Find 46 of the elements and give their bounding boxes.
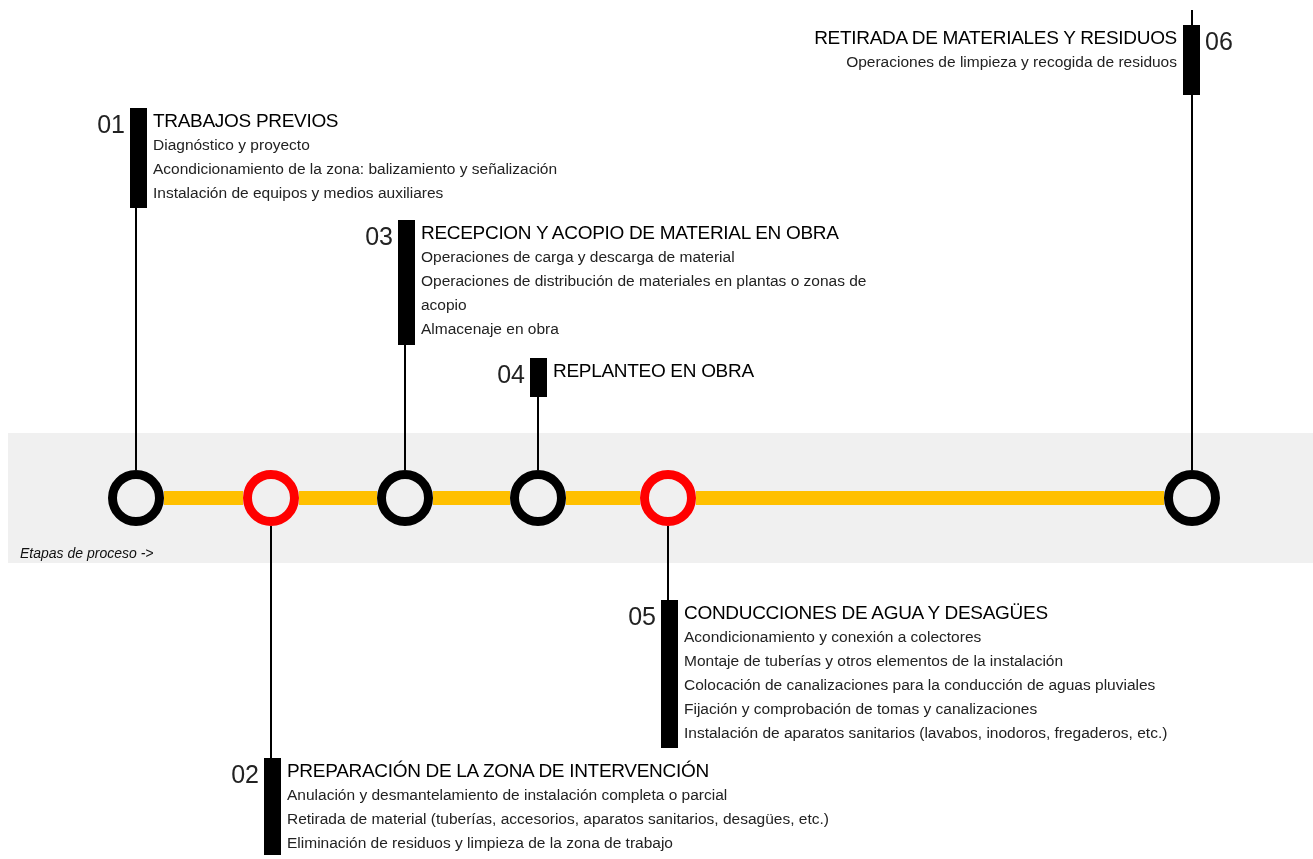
stage-number: 01 — [97, 110, 125, 139]
stage-detail: Acondicionamiento y conexión a colectores — [684, 627, 982, 647]
timeline-circle — [108, 470, 164, 526]
stage-number: 04 — [497, 360, 525, 389]
stage-detail: Colocación de canalizaciones para la conducción de aguas pluviales — [684, 675, 1156, 695]
stage-detail: Instalación de aparatos sanitarios (lavabos, inodoros, fregaderos, etc.) — [684, 723, 1168, 743]
stage-detail: Eliminación de residuos y limpieza de la zona de trabajo — [287, 833, 673, 853]
timeline-circle — [510, 470, 566, 526]
stage-detail: Montaje de tuberías y otros elementos de la instalación — [684, 651, 1064, 671]
stage-detail: Retirada de material (tuberías, accesorios, aparatos sanitarios, desagües, etc.) — [287, 809, 829, 829]
stage-detail: Operaciones de carga y descarga de material — [421, 247, 735, 267]
stage-number: 06 — [1205, 27, 1233, 56]
stage-heading: PREPARACIÓN DE LA ZONA DE INTERVENCIÓN — [287, 759, 709, 783]
timeline-circle — [1164, 470, 1220, 526]
timeline-bar — [566, 491, 640, 505]
stage-heading: RETIRADA DE MATERIALES Y RESIDUOS — [814, 26, 1177, 50]
stage-number: 05 — [628, 602, 656, 631]
stage-heading: REPLANTEO EN OBRA — [553, 359, 754, 383]
timeline-circle — [377, 470, 433, 526]
stage-number: 02 — [231, 760, 259, 789]
timeline-bar — [164, 491, 243, 505]
stage-detail: Diagnóstico y proyecto — [153, 135, 310, 155]
band-label: Etapas de proceso -> — [20, 545, 154, 561]
stage-detail: Almacenaje en obra — [421, 319, 559, 339]
stage-detail: Acondicionamiento de la zona: balizamiento y señalización — [153, 159, 558, 179]
timeline-bar — [696, 491, 1164, 505]
stage-detail: Fijación y comprobación de tomas y canalizaciones — [684, 699, 1038, 719]
timeline-band — [8, 433, 1313, 563]
stage-heading: RECEPCION Y ACOPIO DE MATERIAL EN OBRA — [421, 221, 839, 245]
connector-line — [135, 207, 137, 471]
stage-detail: Anulación y desmantelamiento de instalación completa o parcial — [287, 785, 728, 805]
timeline-circle — [243, 470, 299, 526]
stage-detail: Instalación de equipos y medios auxiliares — [153, 183, 444, 203]
timeline-circle — [640, 470, 696, 526]
stage-detail: Operaciones de distribución de materiales en plantas o zonas de acopio — [421, 271, 868, 315]
stage-number: 03 — [365, 222, 393, 251]
connector-line — [1191, 94, 1193, 471]
connector-line — [404, 344, 406, 471]
stage-detail: Operaciones de limpieza y recogida de residuos — [846, 52, 1177, 72]
stage-heading: TRABAJOS PREVIOS — [153, 109, 339, 133]
connector-line — [270, 525, 272, 759]
stage-heading: CONDUCCIONES DE AGUA Y DESAGÜES — [684, 601, 1048, 625]
timeline-bar — [299, 491, 377, 505]
timeline-bar — [433, 491, 510, 505]
connector-line — [537, 396, 539, 471]
connector-line — [667, 525, 669, 601]
